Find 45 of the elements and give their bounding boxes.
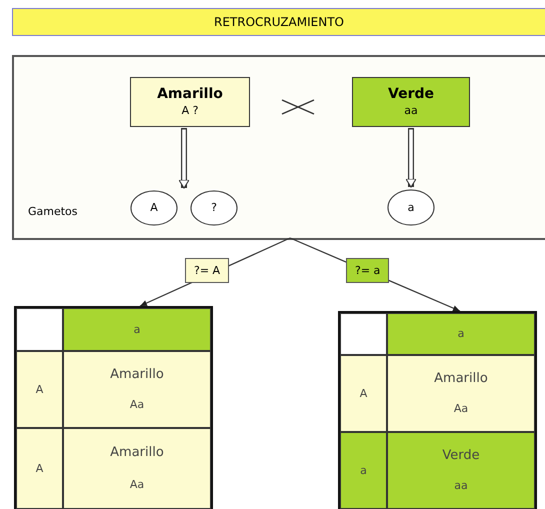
- table-cell: [16, 428, 63, 509]
- allele-label: ?: [211, 201, 217, 215]
- allele-label: A: [36, 382, 44, 396]
- table-cell: [340, 432, 387, 509]
- edge-label: ?= A: [185, 258, 230, 283]
- table-cell: [340, 355, 387, 432]
- gamete-circle: [190, 190, 238, 226]
- allele-label: a: [134, 322, 140, 336]
- side-label: Gametos: [28, 205, 78, 218]
- table-cell: [387, 432, 535, 509]
- phenotype-label: Amarillo: [110, 367, 164, 384]
- table-cell: [63, 308, 211, 351]
- phenotype-label: Verde: [442, 448, 480, 464]
- phenotype-label: Amarillo: [157, 86, 223, 104]
- phenotype-label: Amarillo: [434, 371, 488, 388]
- table-cell: [16, 351, 63, 428]
- table-cell: [387, 355, 535, 432]
- allele-label: A: [36, 462, 44, 476]
- phenotype-label: Amarillo: [110, 445, 164, 462]
- allele-label: A: [150, 201, 158, 215]
- punnett-table: [340, 313, 535, 509]
- phenotype-label: Verde: [388, 86, 434, 104]
- allele-label: a: [360, 464, 367, 478]
- arrow: [178, 128, 190, 188]
- allele-label: A: [360, 386, 368, 400]
- table-cell: [387, 313, 535, 355]
- parent-box: [130, 77, 250, 127]
- table-cell: [63, 428, 211, 509]
- genotype-label: Aa: [130, 398, 144, 412]
- genotype-label: aa: [454, 479, 468, 493]
- genotype-label: Aa: [130, 478, 144, 492]
- genotype-label: A ?: [182, 104, 198, 118]
- table-cell: [63, 351, 211, 428]
- punnett-table: [16, 308, 211, 509]
- allele-label: a: [408, 200, 414, 214]
- arrow: [406, 128, 416, 188]
- genotype-label: Aa: [454, 402, 468, 416]
- cross-panel: [14, 57, 545, 238]
- genotype-label: aa: [404, 104, 418, 118]
- edge-label: ?= a: [346, 258, 390, 283]
- gamete-circle: [130, 190, 178, 226]
- allele-label: a: [458, 327, 464, 341]
- gamete-circle: [387, 189, 435, 226]
- parent-box: [352, 77, 470, 127]
- title-banner: RETROCRUZAMIENTO: [12, 8, 545, 36]
